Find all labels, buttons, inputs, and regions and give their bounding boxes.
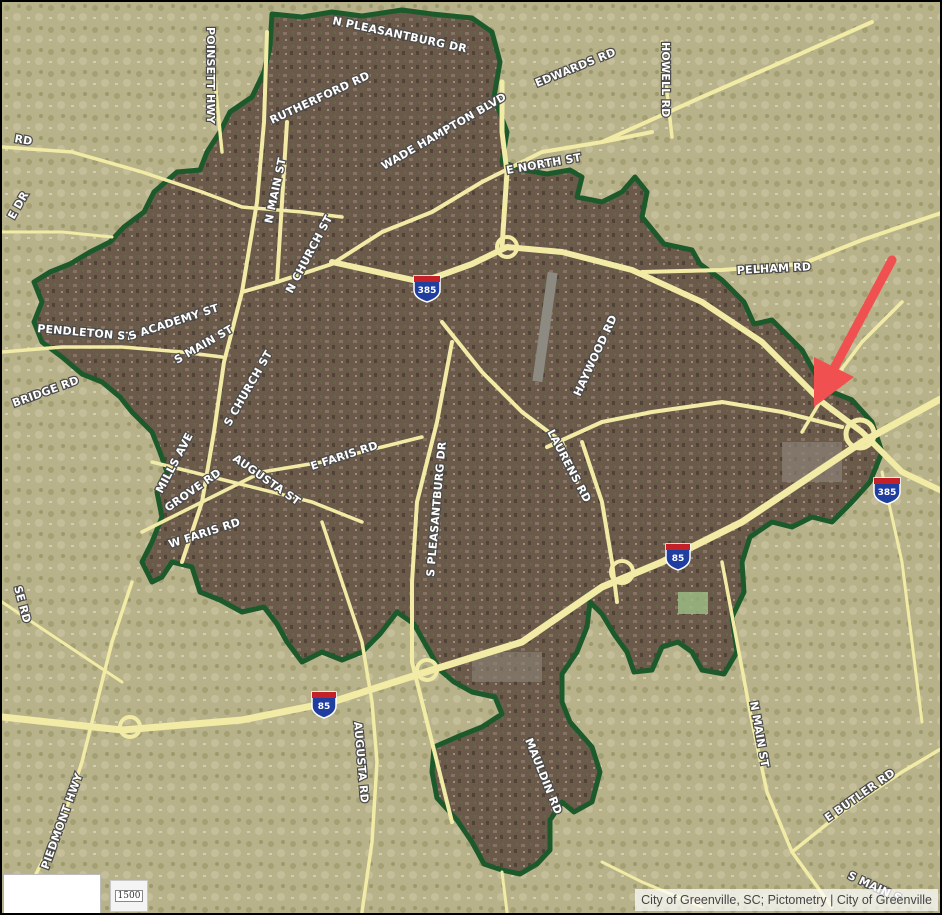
shield-label: 385	[878, 488, 897, 498]
interchange	[495, 235, 519, 259]
shield-label: 85	[318, 702, 331, 712]
scale-panel	[4, 874, 101, 913]
interchange	[118, 715, 142, 739]
road-label-poinsett-hwy: POINSETT HWY	[204, 27, 217, 125]
road-label-rd-left: RD	[13, 132, 33, 148]
interchange	[843, 417, 877, 451]
road-label-howell-rd: HOWELL RD	[659, 42, 672, 117]
interstate-85-shield-center: 85	[665, 543, 691, 571]
shield-label: 85	[672, 554, 685, 564]
interstate-385-shield-right: 385	[873, 477, 901, 505]
airport-runway	[532, 271, 558, 383]
roads	[2, 20, 940, 913]
interstate-385-shield-top: 385	[413, 275, 441, 303]
pointer-arrow	[814, 255, 897, 407]
interstate-85-shield-left: 85	[311, 691, 337, 719]
shield-label: 385	[418, 286, 437, 296]
attribution-text: City of Greenville, SC; Pictometry | Cit…	[635, 889, 938, 911]
scale-value: 1500	[114, 890, 144, 902]
field-patch	[678, 592, 708, 614]
scale-control[interactable]: 1500	[110, 880, 148, 912]
road-label-pelham-rd: PELHAM RD	[736, 260, 811, 277]
city-limits-area	[31, 7, 885, 877]
interchange	[415, 658, 439, 682]
interchange	[609, 559, 635, 585]
